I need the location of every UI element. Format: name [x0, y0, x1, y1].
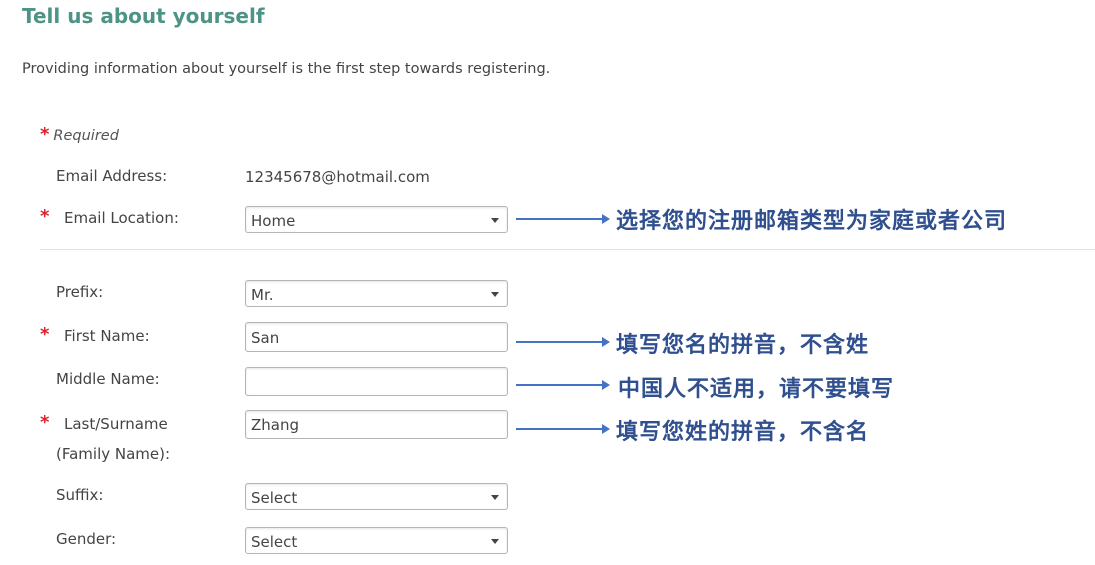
required-star-icon: *	[40, 324, 50, 345]
middle-name-annotation: 中国人不适用，请不要填写	[618, 377, 895, 402]
chevron-down-icon	[491, 218, 499, 223]
email-address-value: 12345678@hotmail.com	[245, 168, 430, 186]
suffix-select[interactable]: Select	[245, 483, 508, 510]
prefix-selected: Mr.	[251, 286, 274, 304]
last-name-label-line1: Last/Surname	[64, 415, 168, 433]
first-name-label: First Name:	[64, 327, 150, 345]
intro-text: Providing information about yourself is …	[22, 61, 551, 77]
arrow-right-icon	[516, 424, 610, 434]
middle-name-label: Middle Name:	[56, 370, 160, 388]
email-location-label: Email Location:	[64, 209, 179, 227]
email-location-select[interactable]: Home	[245, 206, 508, 233]
email-location-annotation: 选择您的注册邮箱类型为家庭或者公司	[616, 209, 1008, 234]
chevron-down-icon	[491, 539, 499, 544]
suffix-label: Suffix:	[56, 486, 104, 504]
gender-select[interactable]: Select	[245, 527, 508, 554]
prefix-label: Prefix:	[56, 283, 104, 301]
email-location-selected: Home	[251, 212, 296, 230]
gender-selected: Select	[251, 533, 298, 551]
required-star-icon: *	[40, 124, 50, 145]
prefix-select[interactable]: Mr.	[245, 280, 508, 307]
arrow-right-icon	[516, 337, 610, 347]
required-legend-label: Required	[53, 128, 119, 144]
chevron-down-icon	[491, 495, 499, 500]
section-divider	[40, 249, 1095, 250]
first-name-input[interactable]: San	[245, 322, 508, 352]
last-name-annotation: 填写您姓的拼音，不含名	[616, 420, 870, 445]
chevron-down-icon	[491, 292, 499, 297]
suffix-selected: Select	[251, 489, 298, 507]
last-name-input[interactable]: Zhang	[245, 410, 508, 439]
required-star-icon: *	[40, 412, 50, 433]
arrow-right-icon	[516, 214, 610, 224]
middle-name-input[interactable]	[245, 367, 508, 396]
first-name-annotation: 填写您名的拼音，不含姓	[616, 333, 870, 358]
email-address-label: Email Address:	[56, 167, 168, 185]
last-name-label-line2: (Family Name):	[56, 445, 171, 463]
gender-label: Gender:	[56, 530, 117, 548]
required-legend: *Required	[40, 124, 119, 145]
arrow-right-icon	[516, 380, 610, 390]
page-title: Tell us about yourself	[22, 4, 265, 28]
required-star-icon: *	[40, 206, 50, 227]
